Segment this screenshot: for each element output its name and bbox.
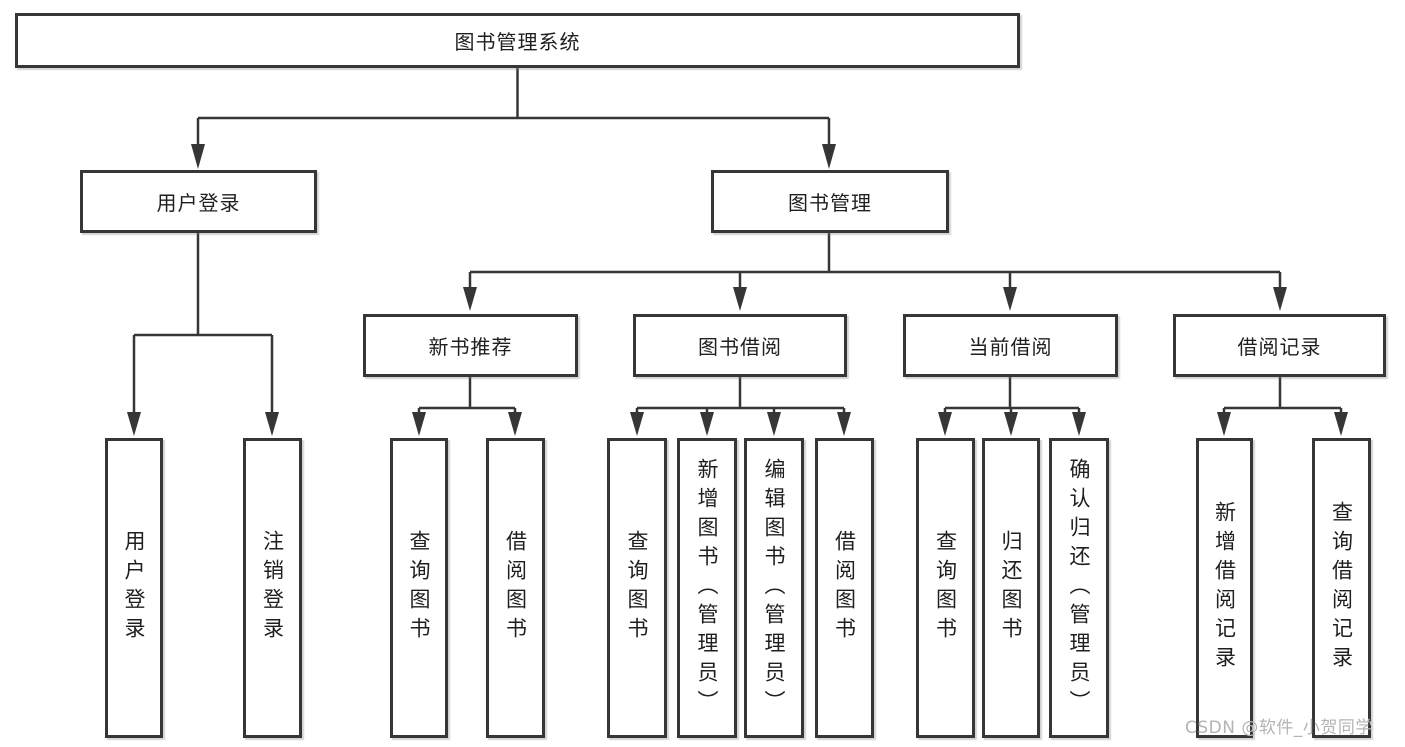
node-label: 确认归还（管理员）	[1067, 457, 1091, 719]
node-br-add-record: 新增借阅记录	[1196, 438, 1253, 738]
node-cb-query-books: 查询图书	[916, 438, 975, 738]
node-label: 查询借阅记录	[1329, 501, 1354, 675]
node-bb-edit-books-admin: 编辑图书（管理员）	[744, 438, 804, 738]
node-logout-leaf: 注销登录	[243, 438, 302, 738]
node-new-book-recommendation: 新书推荐	[363, 314, 578, 377]
node-label: 归还图书	[999, 530, 1023, 646]
node-label: 编辑图书（管理员）	[762, 457, 786, 719]
node-label: 查询图书	[933, 530, 958, 646]
node-user-login: 用户登录	[80, 170, 317, 233]
node-label: 当前借阅	[968, 335, 1053, 359]
node-cb-return-books: 归还图书	[982, 438, 1040, 738]
node-label: 查询图书	[625, 530, 649, 646]
csdn-watermark: CSDN @软件_小贺同学	[1185, 718, 1373, 738]
node-bb-query-books: 查询图书	[607, 438, 667, 738]
node-label: 注销登录	[260, 530, 285, 646]
node-label: 查询图书	[407, 530, 431, 646]
node-nbr-borrow-books: 借阅图书	[486, 438, 545, 738]
node-label: 图书管理系统	[454, 30, 581, 54]
node-bb-borrow-books: 借阅图书	[815, 438, 874, 738]
node-current-borrowing: 当前借阅	[903, 314, 1118, 377]
node-label: 新增借阅记录	[1212, 501, 1237, 675]
node-borrowing-records: 借阅记录	[1173, 314, 1386, 377]
node-label: 新增图书（管理员）	[695, 457, 719, 719]
node-label: 用户登录	[156, 191, 241, 215]
node-cb-confirm-return-admin: 确认归还（管理员）	[1049, 438, 1109, 738]
node-bb-add-books-admin: 新增图书（管理员）	[677, 438, 737, 738]
node-nbr-query-books: 查询图书	[390, 438, 448, 738]
node-label: 图书借阅	[698, 335, 782, 359]
node-label: 借阅图书	[832, 530, 857, 646]
node-book-borrowing: 图书借阅	[633, 314, 847, 377]
node-label: 借阅记录	[1237, 335, 1322, 359]
node-book-management: 图书管理	[711, 170, 949, 233]
node-label: 新书推荐	[428, 335, 513, 359]
node-br-query-record: 查询借阅记录	[1312, 438, 1371, 738]
node-root: 图书管理系统	[15, 13, 1020, 68]
node-user-login-leaf: 用户登录	[105, 438, 163, 738]
node-label: 借阅图书	[503, 530, 528, 646]
node-label: 用户登录	[122, 530, 146, 646]
node-label: 图书管理	[788, 191, 872, 215]
